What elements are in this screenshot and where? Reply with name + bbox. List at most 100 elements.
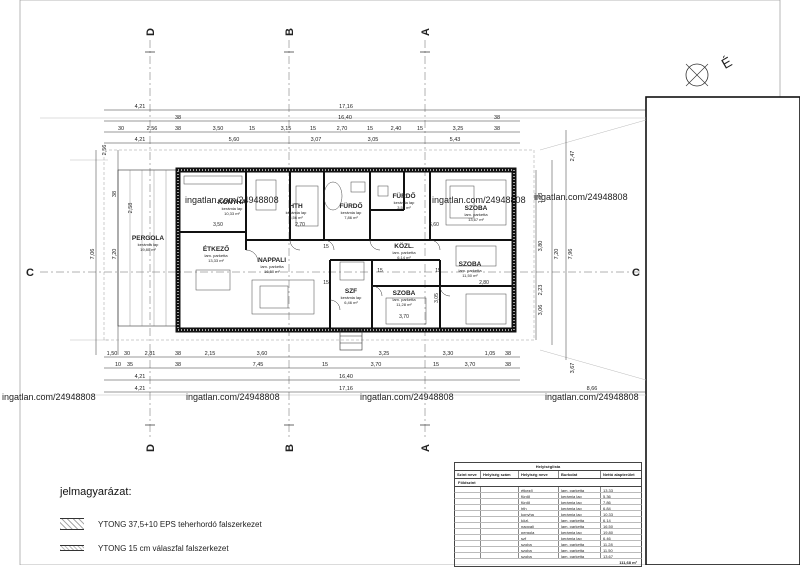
dim-text: 3,06 <box>538 305 544 316</box>
dim-text: 3,25 <box>453 126 464 132</box>
dim-text: 38 <box>175 362 181 368</box>
watermark: ingatlan.com/24948808 <box>545 392 639 402</box>
table-total: 111,68 m² <box>454 559 642 567</box>
site-lines <box>40 117 647 396</box>
dim-text: 7,20 <box>112 249 118 260</box>
dim-text: 2,15 <box>205 351 216 357</box>
table-cell <box>481 535 519 540</box>
legend-label: YTONG 37,5+10 EPS teherhordó falszerkeze… <box>98 519 262 529</box>
room-floor: lam. parketta <box>458 268 482 273</box>
axis-label-b-top: B <box>284 28 296 36</box>
room-area: 11,28 m² <box>396 302 412 307</box>
room-nappali: NAPPALI lam. parketta 16,50 m² <box>258 257 286 274</box>
table-cell: lam. parketta <box>559 553 601 558</box>
watermark: ingatlan.com/24948808 <box>534 192 628 202</box>
room-name: FÜRDŐ <box>339 201 362 210</box>
table-cell: 13,67 <box>603 554 614 558</box>
dim-text: 3,60 <box>257 351 268 357</box>
room-floor: lam. parketta <box>204 253 228 258</box>
table-cell: lam. parketta <box>559 541 601 546</box>
axis-label-c-left: C <box>26 267 34 279</box>
right-dimensions: 1,93 3,06 7,96 7,20 3,80 2,23 3,67 2,47 <box>538 151 576 374</box>
left-dimensions: 7,06 7,20 2,58 2,56 38 <box>90 145 134 260</box>
table-header-cell: Szint neve <box>455 471 481 478</box>
dim-text: 2,23 <box>538 285 544 296</box>
table-cell: szf <box>519 535 559 540</box>
axis-label-c-right: C <box>632 267 640 279</box>
entry-steps <box>339 329 363 351</box>
room-name: SZF <box>345 288 357 295</box>
dim-text: 3,70 <box>399 314 409 320</box>
room-floor: kerámia lap <box>222 206 243 211</box>
load-bearing-wall-swatch <box>60 518 84 530</box>
room-szoba-1: SZOBA lam. parketta 13,67 m² <box>464 205 488 222</box>
room-name: KÖZL. <box>394 241 414 250</box>
table-cell: 11,28 <box>603 542 613 546</box>
watermark: ingatlan.com/24948808 <box>360 392 454 402</box>
dim-text: 6,60 <box>429 222 439 228</box>
room-area: 5,56 m² <box>289 215 303 220</box>
room-kozl: KÖZL. lam. parketta 6,14 m² <box>392 241 416 260</box>
inner-dimensions: 3,50 2,70 6,60 2,80 15 15 15 15 3,70 3,0… <box>213 222 489 320</box>
table-cell <box>455 499 481 504</box>
room-szoba-2: SZOBA lam. parketta 11,50 m² <box>458 261 482 278</box>
room-floor: lam. parketta <box>260 264 284 269</box>
dim-text: 15 <box>323 244 329 250</box>
dim-text: 3,15 <box>281 126 292 132</box>
table-cell <box>481 547 519 552</box>
legend-title: jelmagyarázat: <box>60 486 132 498</box>
room-floor: kerámia lap <box>341 210 362 215</box>
room-hth: HTH kerámia lap 5,56 m² <box>286 203 307 220</box>
table-cell <box>481 517 519 522</box>
room-name: SZOBA <box>465 205 488 212</box>
dim-text: 38 <box>494 126 500 132</box>
table-cell: 10,33 <box>603 512 614 516</box>
table-cell: lam. parketta <box>559 547 601 552</box>
dim-text: 3,80 <box>538 241 544 252</box>
dim-text: 15 <box>322 362 328 368</box>
room-floor: lam. parketta <box>392 297 416 302</box>
room-area: 19,80 m² <box>140 247 156 252</box>
table-cell <box>455 493 481 498</box>
room-area: 16,50 m² <box>264 269 280 274</box>
room-area: 13,67 m² <box>468 217 484 222</box>
table-cell <box>455 529 481 534</box>
dim-text: 7,96 <box>568 249 574 260</box>
partition-walls <box>180 172 512 328</box>
dim-text: 3,07 <box>311 137 322 143</box>
table-cell <box>455 535 481 540</box>
room-furdo-1: FÜRDŐ kerámia lap 7,86 m² <box>339 201 362 220</box>
dim-text: 38 <box>505 362 511 368</box>
room-floor: kerámia lap <box>286 210 307 215</box>
axis-label-a-top: A <box>420 28 432 36</box>
dim-text: 2,80 <box>479 280 489 286</box>
table-cell: lam. parketta <box>559 523 601 528</box>
watermark-group: ingatlan.com/24948808 ingatlan.com/24948… <box>2 192 639 402</box>
dim-text: 15 <box>323 280 329 286</box>
table-cell: hth <box>519 505 559 510</box>
dim-text: 15 <box>417 126 423 132</box>
dim-text: 5,60 <box>229 137 240 143</box>
dim-text: 3,50 <box>213 222 223 228</box>
dim-text: 16,40 <box>339 374 353 380</box>
table-cell: étkező <box>519 487 559 492</box>
dim-text: 2,40 <box>391 126 402 132</box>
table-cell <box>481 523 519 528</box>
table-cell <box>455 523 481 528</box>
dim-text: 30 <box>124 351 130 357</box>
room-area: 6,46 m² <box>344 300 358 305</box>
dim-text: 2,58 <box>128 203 134 214</box>
table-cell <box>455 547 481 552</box>
dim-text: 7,20 <box>554 249 560 260</box>
table-cell <box>481 493 519 498</box>
room-area: 6,14 m² <box>397 255 411 260</box>
room-schedule-table: Helyiséglista Szint neve Helyiség szám H… <box>454 462 642 567</box>
watermark: ingatlan.com/24948808 <box>432 195 526 205</box>
dim-text: 3,05 <box>434 293 440 303</box>
table-cell: fürdő <box>519 499 559 504</box>
room-name: KONYHA <box>218 199 246 206</box>
